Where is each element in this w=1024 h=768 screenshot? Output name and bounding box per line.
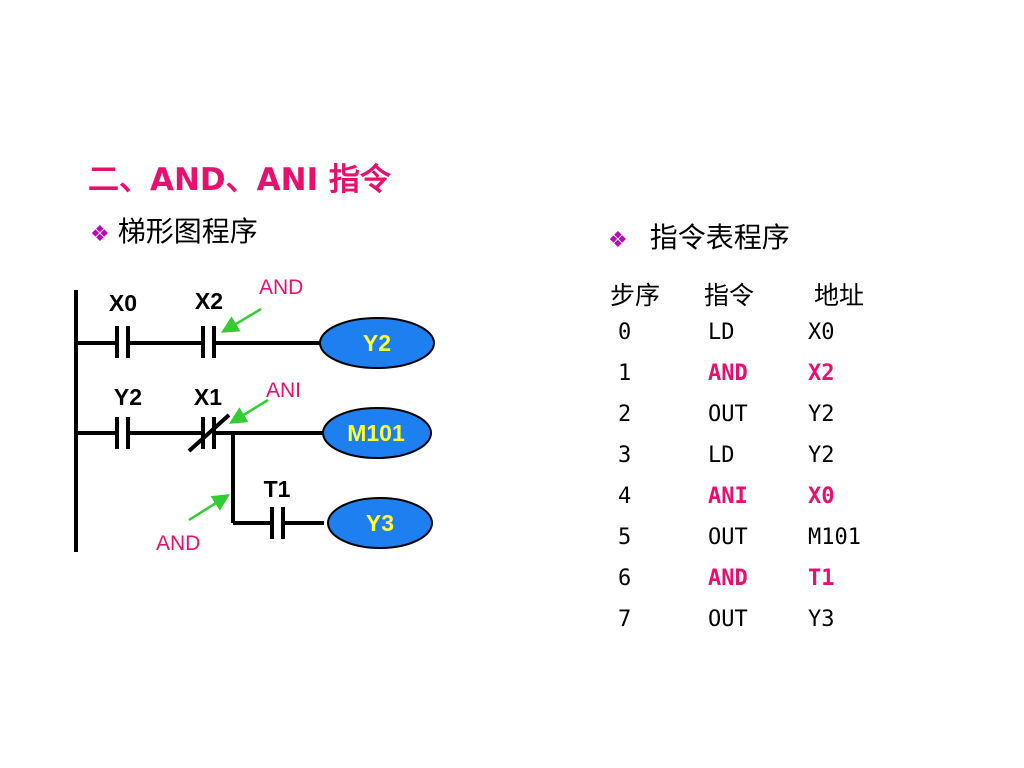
row-address: X2 [808,361,835,386]
row-instruction: AND [708,566,748,591]
page-title: 二、AND、ANI 指令 [88,162,391,198]
row-instruction: OUT [708,525,748,550]
contact-x1-label: X1 [194,384,222,410]
coil-y2-label: Y2 [363,330,391,356]
coil-y3-label: Y3 [366,510,394,536]
row-address: Y3 [808,607,835,632]
list-section-heading: ❖ 指令表程序 [608,216,790,256]
row-step: 4 [618,484,632,509]
header-address: 地址 [814,281,865,310]
row-step: 1 [618,361,632,386]
diamond-bullet-icon: ❖ [90,222,110,247]
ladder-section-label: 梯形图程序 [117,215,258,248]
row-address: X0 [808,484,835,509]
row-step: 6 [618,566,632,591]
ladder-section-heading: ❖ 梯形图程序 [90,210,258,250]
row-address: Y2 [808,443,835,468]
arrow-icon [220,307,262,333]
list-section-label: 指令表程序 [649,221,790,254]
diamond-bullet-icon: ❖ [608,228,628,253]
coil-m101-label: M101 [347,420,405,446]
row-instruction: OUT [708,402,748,427]
row-instruction: LD [708,443,735,468]
coil-y3 [327,497,433,549]
header-instruction: 指令 [704,281,755,310]
coil-m101 [322,407,432,459]
row-step: 5 [618,525,632,550]
contact-x0-label: X0 [109,290,137,316]
annotation-and-2: AND [156,532,200,555]
row-instruction: ANI [708,484,748,509]
contact-x1-nc-slash [187,413,231,453]
annotation-and-1: AND [259,276,303,299]
contact-y2-label: Y2 [114,384,142,410]
row-step: 2 [618,402,632,427]
arrow-icon [229,398,269,424]
row-instruction: LD [708,320,735,345]
coil-y2 [319,317,435,369]
annotation-ani: ANI [266,379,301,402]
arrow-icon [188,494,230,522]
header-step: 步序 [610,281,661,310]
row-step: 0 [618,320,632,345]
row-address: Y2 [808,402,835,427]
row-address: X0 [808,320,835,345]
contact-x2-label: X2 [195,288,223,314]
row-address: T1 [808,566,835,591]
row-address: M101 [808,525,861,550]
contact-t1-label: T1 [264,476,291,502]
row-step: 7 [618,607,632,632]
row-instruction: OUT [708,607,748,632]
row-step: 3 [618,443,632,468]
row-instruction: AND [708,361,748,386]
